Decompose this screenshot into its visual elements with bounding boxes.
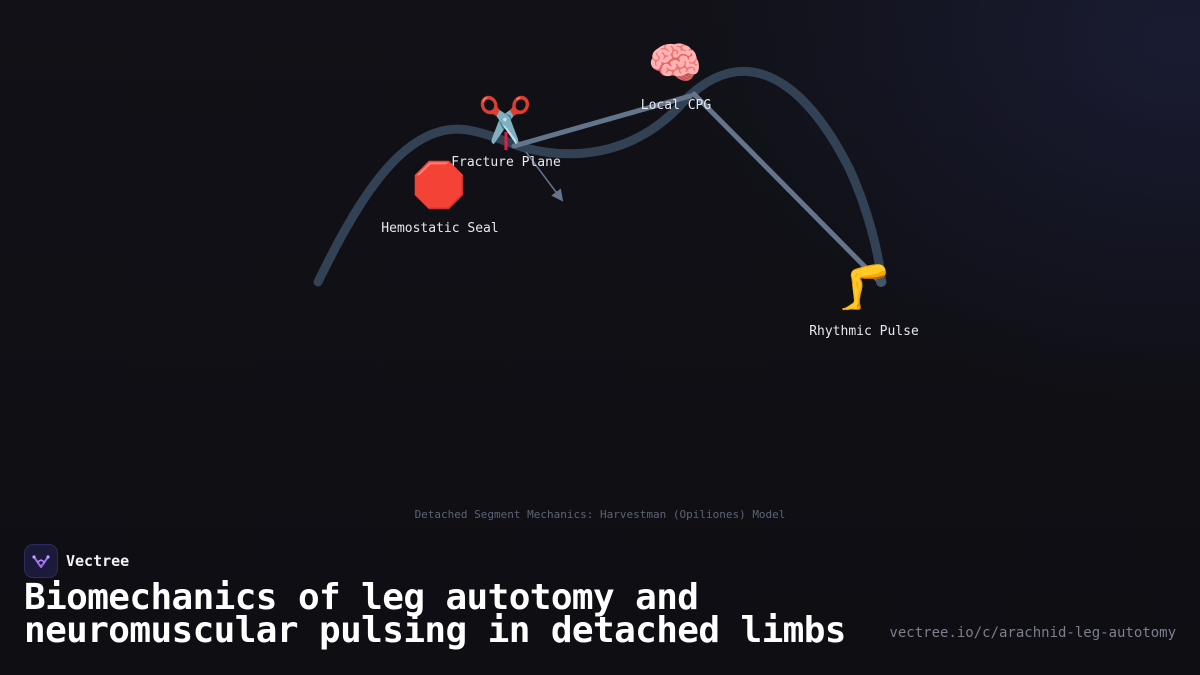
leg-curve — [313, 67, 887, 287]
brain-icon: 🧠 — [648, 38, 703, 89]
page-title: Biomechanics of leg autotomy and neuromu… — [24, 577, 846, 651]
node-local-cpg[interactable]: 🧠 Local CPG — [641, 38, 712, 113]
vectree-logo-icon — [24, 544, 58, 578]
fracture-plane-label: Fracture Plane — [451, 155, 561, 170]
node-rhythmic-pulse[interactable]: 🦵 Rhythmic Pulse — [809, 262, 919, 339]
hemostatic-seal-label: Hemostatic Seal — [381, 221, 498, 236]
edge-fracture-arrow — [525, 151, 564, 202]
pulse-joint-dot — [876, 277, 886, 287]
leg-icon: 🦵 — [837, 262, 892, 313]
diagram-caption: Detached Segment Mechanics: Harvestman (… — [415, 508, 786, 521]
rhythmic-pulse-label: Rhythmic Pulse — [809, 324, 919, 339]
local-cpg-label: Local CPG — [641, 98, 712, 113]
edge-fracture-to-cpg — [511, 93, 693, 149]
edge-cpg-to-pulse — [691, 91, 883, 285]
stop-sign-icon: 🛑 — [412, 160, 467, 211]
brand-name: Vectree — [66, 552, 130, 570]
source-url[interactable]: vectree.io/c/arachnid-leg-autotomy — [889, 625, 1176, 641]
node-fracture-plane[interactable]: ✂️ Fracture Plane — [451, 93, 561, 170]
brand[interactable]: Vectree — [24, 544, 129, 578]
node-hemostatic-seal[interactable]: 🛑 Hemostatic Seal — [381, 160, 498, 236]
